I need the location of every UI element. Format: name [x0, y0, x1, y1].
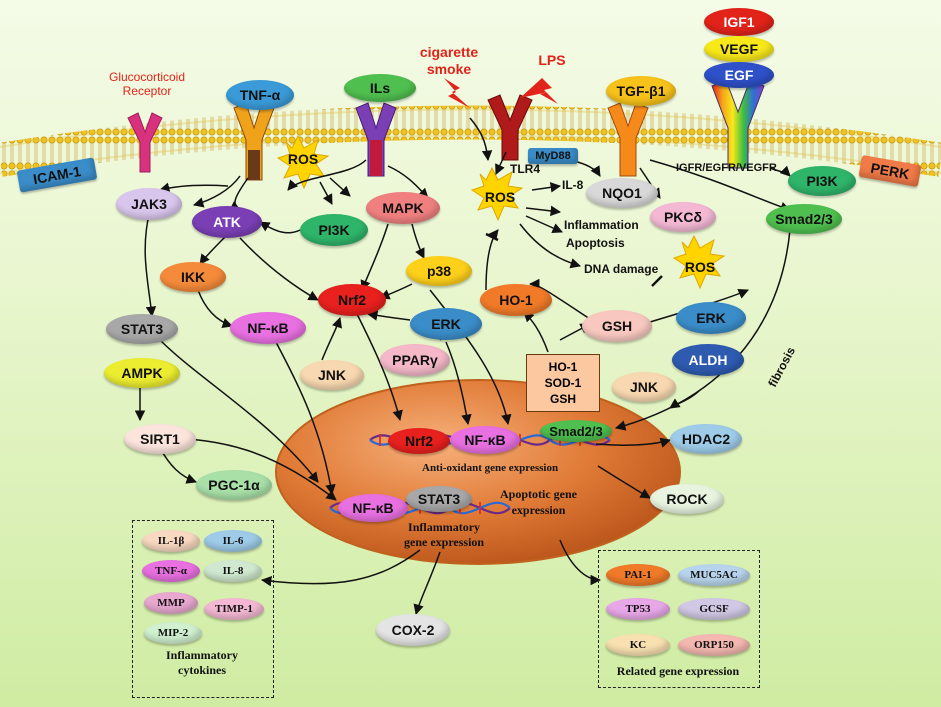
cox2-node: COX-2: [376, 614, 450, 646]
apoptotic-expression-label: Apoptotic gene expression: [500, 487, 577, 517]
nucleus-stat3: STAT3: [406, 486, 472, 512]
gene-gcsf: GCSF: [678, 598, 750, 620]
related-genes-caption: Related gene expression: [616, 664, 740, 678]
ros-star-3: [672, 234, 726, 290]
related-genes-box: [598, 550, 760, 688]
ros-star-1: [276, 134, 330, 190]
gene-muc5ac: MUC5AC: [678, 564, 750, 586]
nqo1-node: NQO1: [586, 178, 658, 208]
stat3-node-1: STAT3: [106, 314, 178, 344]
smad-node-1: Smad2/3: [766, 204, 842, 234]
tgf-node: TGF-β1: [606, 76, 676, 106]
antioxidant-expression-label: Anti-oxidant gene expression: [422, 462, 559, 474]
ikk-node: IKK: [160, 262, 226, 292]
mapk-node: MAPK: [366, 192, 440, 224]
ros-node-1: ROS: [287, 151, 319, 167]
nucleus-nrf2: Nrf2: [388, 428, 450, 454]
cytokine-il1b: IL-1β: [142, 530, 200, 552]
apoptosis-label: Apoptosis: [566, 236, 625, 250]
pi3k-node-1: PI3K: [300, 214, 368, 246]
jnk-node-2: JNK: [612, 372, 676, 402]
dna-damage-label: DNA damage: [584, 262, 659, 276]
jak3-node: JAK3: [116, 188, 182, 220]
atk-node: ATK: [192, 206, 262, 238]
inflammation-label: Inflammation: [564, 218, 639, 232]
gsh-node: GSH: [582, 310, 652, 342]
cytokine-mip2: MIP-2: [144, 622, 202, 644]
gene-kc: KC: [606, 634, 670, 656]
ros-node-2: ROS: [484, 189, 516, 205]
hdac2-node: HDAC2: [670, 424, 742, 454]
ros-node-3: ROS: [684, 259, 716, 275]
cell-membrane: [0, 105, 941, 177]
il8-label: IL-8: [562, 178, 584, 192]
pgc-node: PGC-1α: [196, 470, 272, 500]
tlr4-label: TLR4: [510, 162, 540, 176]
vegf-node: VEGF: [704, 36, 774, 62]
cytokines-box: [132, 520, 274, 698]
p38-node: p38: [406, 256, 472, 286]
nfkb-node-1: NF-κB: [230, 312, 306, 344]
antioxidant-item: SOD-1: [544, 376, 582, 390]
pkcd-node: PKCδ: [650, 202, 716, 232]
nucleus-nfkb: NF-κB: [450, 426, 520, 454]
ppar-node: PPARγ: [380, 344, 450, 376]
nucleus-smad: Smad2/3: [540, 420, 612, 442]
antioxidant-item: HO-1: [548, 360, 578, 374]
antioxidant-box: HO-1 SOD-1 GSH: [526, 354, 600, 412]
cytokine-il6: IL-6: [204, 530, 262, 552]
gene-orp150: ORP150: [678, 634, 750, 656]
erk-node-2: ERK: [676, 302, 746, 334]
antioxidant-item: GSH: [549, 392, 576, 406]
glucocorticoid-label: Glucocorticoid Receptor: [108, 70, 186, 98]
cytokine-mmp: MMP: [144, 592, 198, 614]
cigarette-label: cigarette smoke: [419, 44, 479, 77]
nucleus-nfkb-2: NF-κB: [338, 494, 408, 522]
ho1-node: HO-1: [480, 284, 552, 316]
smoke-bolt-icon: [444, 78, 470, 108]
ros-star-2: [470, 166, 524, 222]
cytokine-timp1: TIMP-1: [204, 598, 264, 620]
ampk-node: AMPK: [104, 358, 180, 388]
myd88-node: MyD88: [528, 148, 578, 164]
gene-pai1: PAI-1: [606, 564, 670, 586]
inflammatory-expression-label: Inflammatory gene expression: [404, 520, 485, 549]
egf-node: EGF: [704, 62, 774, 88]
ils-node: ILs: [344, 74, 416, 102]
tnf-node: TNF-α: [226, 80, 294, 110]
aldh-node: ALDH: [672, 344, 744, 376]
pi3k-node-2: PI3K: [788, 166, 856, 196]
cytokine-tnf: TNF-α: [142, 560, 200, 582]
rock-node: ROCK: [650, 484, 724, 514]
cytokine-il8: IL-8: [204, 560, 262, 582]
gene-tp53: TP53: [606, 598, 670, 620]
lps-label: LPS: [538, 52, 566, 68]
sirt1-node: SIRT1: [124, 424, 196, 454]
jnk-node-1: JNK: [300, 360, 364, 390]
lps-bolt-icon: [520, 78, 558, 104]
igf1-node: IGF1: [704, 8, 774, 36]
erk-node-1: ERK: [410, 308, 482, 340]
nrf2-node: Nrf2: [318, 284, 386, 316]
igfr-label: IGFR/EGFR/VEGFR: [676, 162, 777, 174]
cytokines-caption: Inflammatory cytokines: [166, 648, 238, 677]
